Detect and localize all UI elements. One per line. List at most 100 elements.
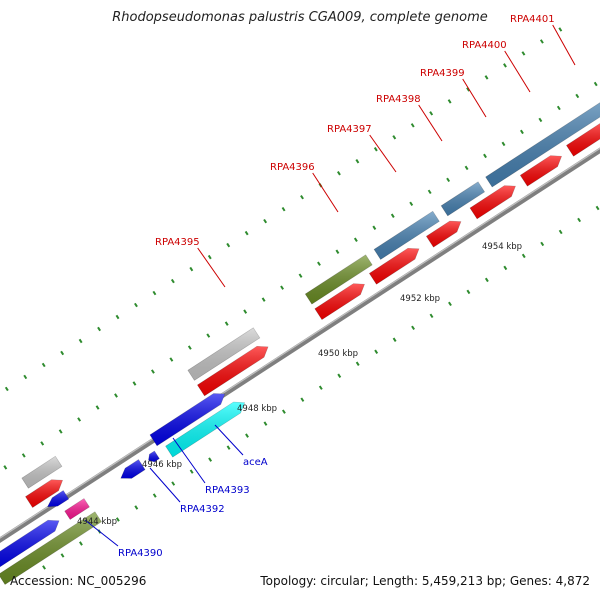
tick-mark: [134, 302, 138, 308]
tick-mark: [483, 153, 487, 159]
tick-mark: [446, 177, 451, 183]
tick-mark: [97, 326, 101, 332]
tick-mark: [4, 386, 9, 392]
gene-blue-arrow-shade: [120, 459, 146, 479]
tick-mark: [558, 229, 563, 235]
gene-olive-block-shade: [305, 254, 373, 305]
tick-mark: [280, 285, 285, 290]
tick-mark: [40, 441, 45, 446]
gene-magenta-block-shade: [64, 498, 90, 520]
gene-red-arrow-shade: [25, 479, 63, 508]
gene-label: RPA4395: [155, 237, 200, 248]
tick-mark: [58, 429, 63, 434]
tick-mark: [245, 433, 249, 438]
gene-blue-arrow-shade: [47, 490, 69, 507]
kbp-label: 4952 kbp: [400, 294, 440, 304]
tick-mark: [558, 27, 563, 32]
tick-mark: [353, 237, 358, 242]
tick-mark: [298, 273, 303, 278]
gene-labels: RPA4401RPA4400RPA4399RPA4398RPA4397RPA43…: [118, 14, 555, 559]
backbone-line: [0, 147, 600, 543]
tick-mark: [226, 242, 231, 248]
tick-mark: [300, 194, 304, 200]
label-leader-line: [552, 24, 576, 66]
tick-mark: [170, 278, 175, 284]
tick-mark: [355, 361, 360, 366]
tick-mark: [21, 453, 26, 458]
gene-red-arrow-shade: [520, 155, 562, 187]
tick-mark: [263, 421, 268, 426]
tick-mark: [95, 405, 100, 410]
tick-mark: [335, 249, 340, 254]
tick-mark: [409, 201, 414, 207]
tick-mark: [429, 313, 434, 319]
gene-red-arrow-shade: [469, 185, 516, 219]
gene-red-arrow-shade: [426, 221, 461, 248]
gene-steelblue-block-shade: [374, 211, 440, 260]
tick-mark: [224, 321, 229, 326]
tick-mark: [3, 465, 8, 470]
tick-mark: [373, 147, 378, 152]
tick-mark: [134, 505, 139, 510]
tick-mark: [281, 409, 286, 414]
label-leader-line: [369, 134, 397, 173]
tick-mark: [520, 129, 524, 135]
kbp-label: 4950 kbp: [318, 349, 358, 359]
tick-mark: [263, 218, 268, 224]
tick-mark: [152, 493, 157, 498]
tick-mark: [503, 265, 508, 271]
gene-red-arrow-shade: [314, 283, 365, 320]
gene-label: RPA4401: [510, 14, 555, 25]
tick-mark: [540, 241, 545, 247]
map-title: Rhodopseudomonas palustris CGA009, compl…: [112, 10, 488, 25]
tick-mark: [575, 93, 580, 99]
tick-mark: [539, 39, 544, 44]
gene-label: RPA4393: [205, 485, 250, 496]
tick-mark: [79, 541, 83, 546]
tick-mark: [464, 165, 469, 171]
gene-label: RPA4397: [327, 124, 372, 135]
tick-mark: [337, 373, 342, 378]
tick-mark: [538, 117, 543, 123]
tick-mark: [114, 393, 118, 398]
tick-mark: [392, 135, 397, 140]
tick-mark: [372, 225, 377, 230]
tick-mark: [300, 397, 305, 402]
tick-mark: [503, 63, 507, 68]
label-leader-line: [418, 104, 443, 142]
gene-blue-arrow-shade: [148, 451, 160, 462]
label-leader-lines: [84, 24, 576, 547]
tick-mark: [336, 171, 341, 176]
tick-mark: [23, 374, 28, 380]
tick-mark: [577, 217, 582, 223]
kbp-label: 4948 kbp: [237, 404, 277, 414]
gene-features: [0, 102, 600, 585]
tick-mark: [77, 417, 82, 422]
tick-mark: [448, 301, 452, 307]
gene-red-arrow-shade: [566, 123, 600, 157]
gene-steelblue-block-shade: [485, 102, 600, 188]
gene-label: RPA4392: [180, 504, 225, 515]
label-leader-line: [312, 172, 339, 213]
tick-mark: [132, 381, 137, 386]
tick-mark: [411, 325, 415, 331]
tick-mark: [355, 159, 360, 164]
tick-mark: [501, 141, 506, 147]
tick-mark: [243, 309, 248, 314]
gene-label: RPA4400: [462, 40, 507, 51]
tick-mark: [484, 75, 489, 80]
tick-mark: [42, 565, 46, 570]
tick-mark: [392, 337, 397, 342]
tick-mark: [484, 277, 489, 283]
tick-mark: [427, 189, 432, 195]
gene-cyan-arrow-shade: [165, 402, 245, 458]
tick-mark: [595, 205, 600, 211]
gene-blue-arrow-shade: [0, 520, 60, 567]
tick-mark: [207, 254, 212, 260]
gene-grey-block-shade: [187, 327, 260, 381]
label-leader-line: [84, 519, 119, 547]
genome-summary-text: Topology: circular; Length: 5,459,213 bp…: [260, 574, 590, 588]
kbp-label: 4944 kbp: [77, 517, 117, 527]
